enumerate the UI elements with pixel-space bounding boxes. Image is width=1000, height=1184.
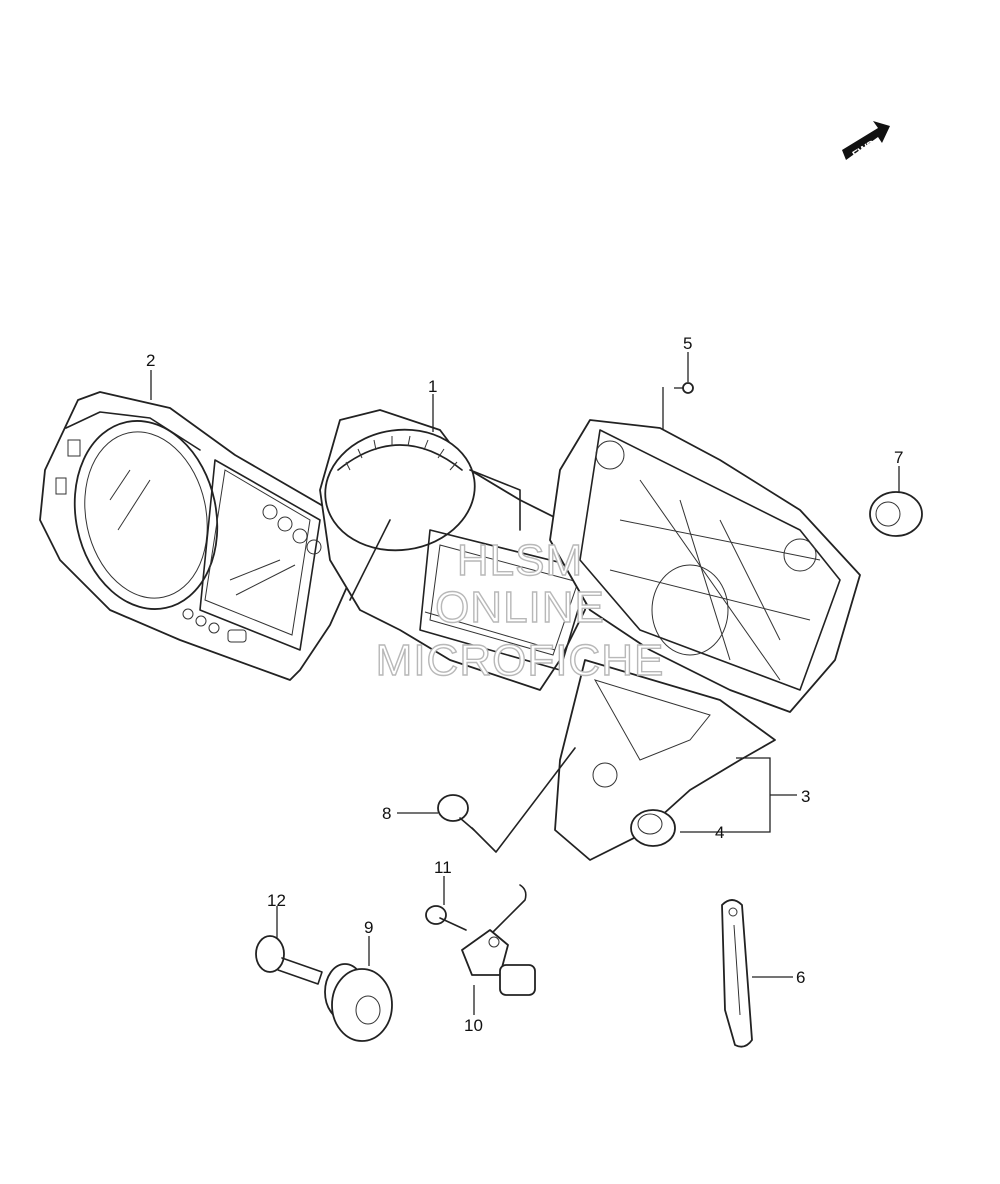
callout-9: 9 (364, 918, 373, 937)
fwd-arrow-icon: FWD (842, 121, 890, 161)
front-cover-part (39, 391, 366, 681)
cushion-nut-part (324, 963, 393, 1042)
callout-7: 7 (894, 448, 903, 467)
sensor-part (461, 884, 536, 996)
stud-bolt-part (255, 935, 323, 985)
callout-1: 1 (428, 377, 437, 396)
watermark-line-1: HLSM (457, 536, 583, 585)
meter-assembly-part (319, 409, 596, 691)
strap-part (721, 899, 753, 1048)
watermark-line-2: ONLINE (435, 583, 605, 632)
watermark: HLSM ONLINE MICROFICHE (375, 535, 665, 685)
callout-12: 12 (267, 891, 286, 910)
callout-4: 4 (715, 823, 724, 842)
sensor-screw-part (425, 905, 467, 931)
callout-3: 3 (801, 787, 810, 806)
cushion-part (630, 809, 676, 847)
callout-11: 11 (434, 858, 452, 877)
callout-10: 10 (464, 1016, 483, 1035)
callout-5: 5 (683, 334, 692, 353)
lower-case-part (549, 387, 861, 861)
screw-part (674, 382, 694, 394)
watermark-line-3: MICROFICHE (376, 636, 665, 685)
callout-6: 6 (796, 968, 805, 987)
fwd-label: FWD (851, 138, 879, 161)
leader-lines (150, 352, 900, 1015)
callout-8: 8 (382, 804, 391, 823)
grommet-part (869, 491, 923, 537)
callout-2: 2 (146, 351, 155, 370)
callouts: 1 2 3 4 5 6 7 8 9 10 11 12 (146, 334, 903, 1035)
bolt-part (437, 747, 576, 853)
